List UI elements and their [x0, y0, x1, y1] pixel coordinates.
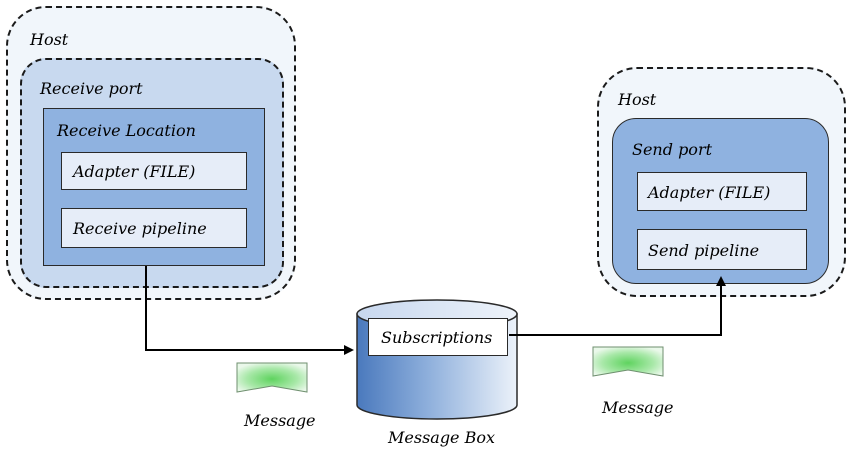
- right-message-icon: [592, 346, 664, 377]
- send-port-label: Send port: [632, 140, 713, 159]
- receive-location-label: Receive Location: [57, 121, 196, 140]
- right-host-label: Host: [618, 90, 657, 109]
- receive-port-label: Receive port: [40, 79, 143, 98]
- left-message-label: Message: [244, 411, 316, 430]
- subscriptions-label: Subscriptions: [381, 328, 493, 347]
- send-adapter-box: [637, 172, 807, 211]
- left-message-icon: [236, 362, 308, 393]
- left-host-label: Host: [30, 30, 69, 49]
- receive-pipeline-box: [61, 208, 247, 248]
- receive-to-messagebox-arrow: [145, 266, 354, 355]
- receive-adapter-box: [61, 152, 247, 190]
- messagebox-to-send-arrow: [509, 276, 726, 336]
- receive-pipeline-label: Receive pipeline: [73, 219, 207, 238]
- receive-adapter-label: Adapter (FILE): [73, 162, 196, 181]
- send-pipeline-label: Send pipeline: [648, 241, 760, 260]
- send-adapter-label: Adapter (FILE): [648, 183, 771, 202]
- send-pipeline-box: [637, 229, 807, 270]
- message-box-label: Message Box: [388, 428, 496, 447]
- right-message-label: Message: [602, 398, 674, 417]
- subscriptions-box: [368, 318, 508, 356]
